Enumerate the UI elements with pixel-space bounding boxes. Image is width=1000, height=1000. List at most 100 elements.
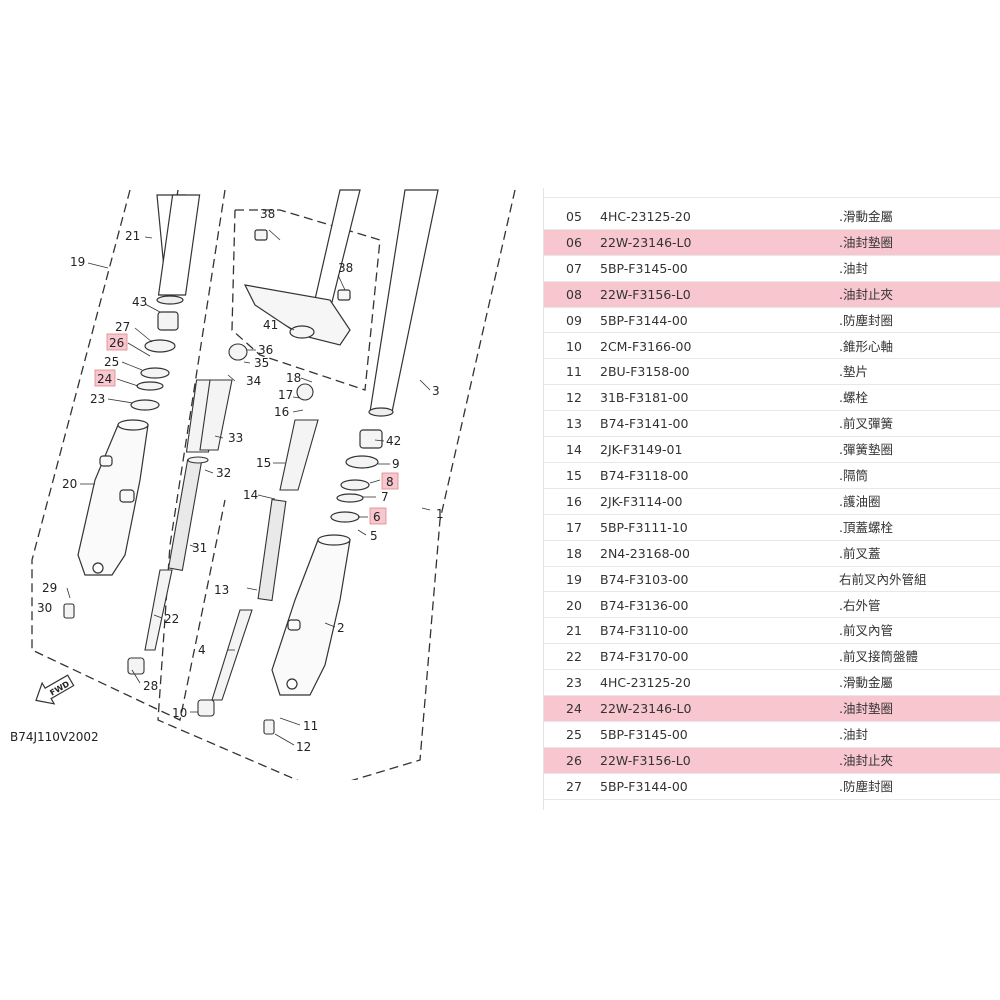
part-number: 22W-F3156-L0 [600,286,691,302]
callout-41: 41 [263,318,278,332]
part-name: .頂蓋螺栓 [839,519,893,535]
part-number-index: 24 [566,701,582,717]
callout-27: 27 [115,320,130,334]
part-number-index: 23 [566,675,582,691]
callout-5: 5 [370,529,378,543]
callout-14: 14 [243,488,258,502]
part-number: 22W-F3156-L0 [600,752,691,768]
callout-42: 42 [386,434,401,448]
seal-washer-6 [336,493,364,503]
part-number-index: 20 [566,597,582,613]
callout-38-right: 38 [338,261,353,275]
callout-6: 6 [373,510,381,524]
callout-32: 32 [216,466,231,480]
callout-2: 2 [337,621,345,635]
diagram-code: B74J110V2002 [10,730,99,744]
callout-10: 10 [172,706,187,720]
callout-4: 4 [198,643,206,657]
part-number-index: 17 [566,519,582,535]
callout-24: 24 [97,372,112,386]
part-number: 5BP-F3145-00 [600,260,688,276]
callout-highlight-26 [106,333,128,351]
callout-1: 1 [436,507,444,521]
part-number-index: 18 [566,545,582,561]
callout-highlight-6 [369,507,387,525]
callout-38-top: 38 [260,207,275,221]
part-number: 31B-F3181-00 [600,390,689,406]
callout-26: 26 [109,336,124,350]
taper-spindle-28 [127,657,145,675]
slide-bush-43 [157,311,179,331]
table-row[interactable]: 07 5BP-F3145-00 .油封 [544,256,1000,282]
callout-20: 20 [62,477,77,491]
part-name: .前叉蓋 [839,545,881,561]
part-number: 4HC-23125-20 [600,675,691,691]
part-number-index: 06 [566,234,582,250]
outer-tube-right [271,534,351,696]
callout-34: 34 [246,374,261,388]
callout-3: 3 [432,384,440,398]
callout-28: 28 [143,679,158,693]
part-number: 2CM-F3166-00 [600,338,692,354]
part-name: .護油圈 [839,493,881,509]
part-number: 5BP-F3145-00 [600,727,688,742]
callout-21: 21 [125,229,140,243]
callout-43: 43 [132,295,147,309]
inner-tube-left [156,194,201,305]
callout-7: 7 [381,490,389,504]
part-number: 5BP-F3144-00 [600,312,688,328]
part-number: B74-F3170-00 [600,649,689,665]
inner-tube-right [307,189,439,417]
part-number: 4HC-23125-20 [600,209,691,224]
part-name: .油封止夾 [839,286,893,302]
part-number: B74-F3103-00 [600,571,689,587]
slide-metal-23 [130,399,160,411]
oil-seal-7 [340,479,370,491]
table-row-partial-top [544,188,1000,198]
part-number: B74-F3118-00 [600,468,689,483]
part-number: B74-F3136-00 [600,597,689,613]
table-row[interactable]: 09 5BP-F3144-00 .防塵封圈 [544,308,1000,334]
callout-labels: 1 2 3 4 5 6 7 8 9 10 11 12 13 14 15 16 1… [37,207,444,754]
under-bracket [243,229,351,346]
callout-highlight-24 [94,369,116,387]
callout-33: 33 [228,431,243,445]
part-name: .防塵封圈 [839,778,893,794]
part-number: 2JK-F3149-01 [600,442,683,458]
part-name: .油封墊圈 [839,701,893,717]
damper-rod-22 [144,569,173,651]
callout-29: 29 [42,581,57,595]
part-name: .油封 [839,260,868,276]
part-number-index: 27 [566,778,582,794]
part-number-index: 07 [566,260,582,276]
part-number-index: 16 [566,493,582,509]
part-name: .油封止夾 [839,752,893,768]
part-number-index: 09 [566,312,582,328]
part-number-index: 10 [566,338,582,354]
part-number: 2BU-F3158-00 [600,364,690,380]
fork-exploded-diagram: 1 2 3 4 5 6 7 8 9 10 11 12 13 14 15 16 1… [10,189,516,780]
part-name: .防塵封圈 [839,312,893,328]
callout-13: 13 [214,583,229,597]
